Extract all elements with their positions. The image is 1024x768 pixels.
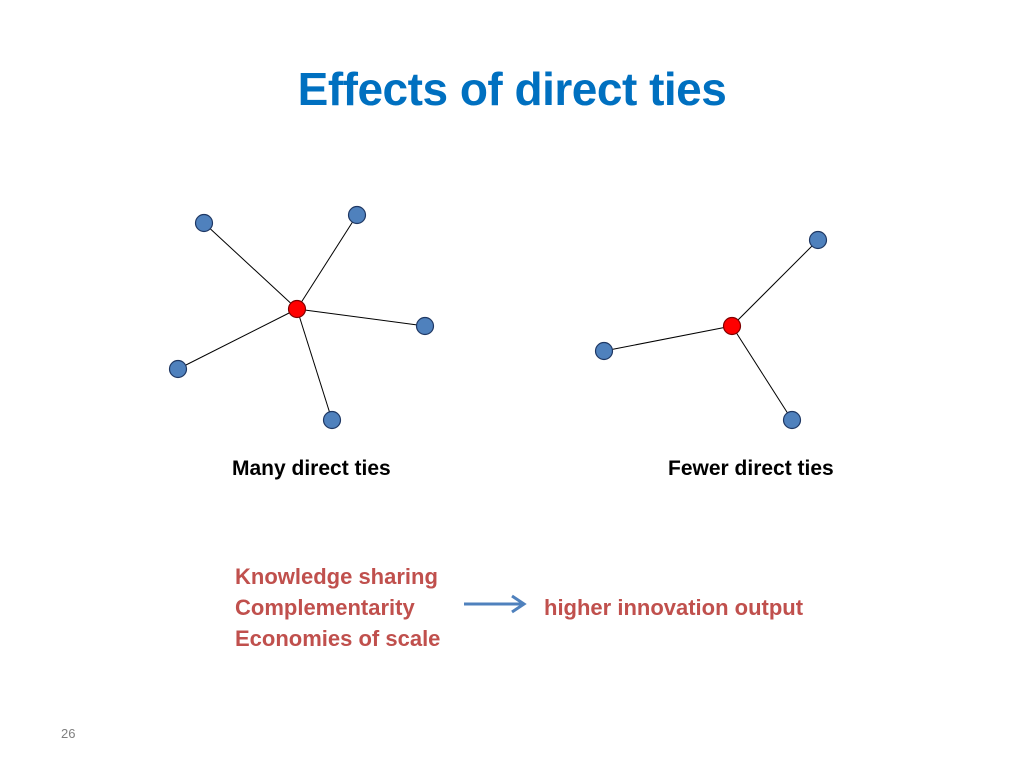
tie-edge [296, 308, 333, 421]
page-number: 26 [61, 726, 76, 741]
effect-item: Economies of scale [235, 626, 441, 651]
peripheral-node [194, 213, 214, 233]
slide-title: Effects of direct ties [297, 63, 727, 115]
right-arrow-icon [464, 594, 527, 614]
peripheral-node [415, 316, 435, 336]
peripheral-node [168, 359, 188, 379]
center-node [287, 299, 307, 319]
fewer-ties-network [594, 230, 828, 430]
peripheral-node [594, 341, 614, 361]
tie-edge [203, 222, 298, 310]
many-ties-label: Many direct ties [232, 457, 391, 480]
peripheral-node [808, 230, 828, 250]
tie-edge [731, 325, 793, 421]
peripheral-node [782, 410, 802, 430]
effect-item: Knowledge sharing [235, 564, 438, 589]
tie-edge [296, 214, 358, 310]
fewer-ties-label: Fewer direct ties [668, 457, 834, 480]
center-node [722, 316, 742, 336]
peripheral-node [347, 205, 367, 225]
tie-edge [603, 325, 733, 352]
tie-edge [296, 308, 426, 327]
tie-edge [177, 308, 298, 370]
innovation-result: higher innovation output [544, 595, 804, 620]
effect-item: Complementarity [235, 595, 415, 620]
peripheral-node [322, 410, 342, 430]
many-ties-network [168, 205, 435, 430]
effects-list: Knowledge sharing Complementarity Econom… [235, 561, 440, 654]
tie-edge [731, 239, 819, 327]
